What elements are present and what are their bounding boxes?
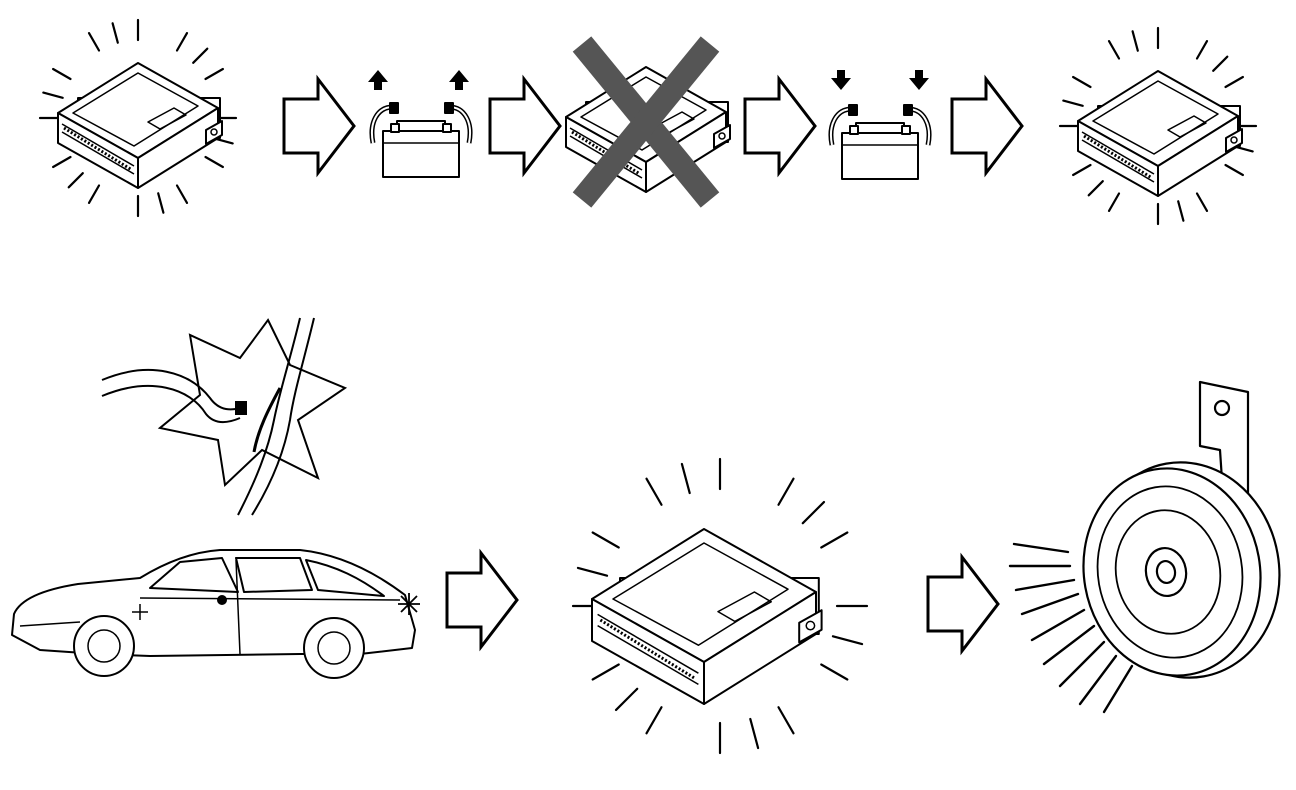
car-icon xyxy=(12,550,420,678)
disconnect-arrow-icon xyxy=(449,70,469,90)
ecu-active-start xyxy=(38,18,238,218)
connect-arrow-icon xyxy=(831,70,851,90)
connect-arrow-icon xyxy=(909,70,929,90)
flow-arrow-icon xyxy=(926,555,1000,653)
spark-icon xyxy=(398,593,420,615)
battery-reconnected xyxy=(831,70,929,179)
battery-icon xyxy=(372,103,470,177)
control-module-icon xyxy=(592,529,822,704)
ecu-active-alarm xyxy=(571,457,869,755)
flow-arrow-icon xyxy=(743,77,817,175)
broken-wire-icon xyxy=(102,318,345,515)
control-module-icon xyxy=(1076,69,1244,198)
flow-arrow-icon xyxy=(488,77,562,175)
flow-arrow-icon xyxy=(445,551,519,649)
flow-arrow-icon xyxy=(282,77,356,175)
control-module-icon xyxy=(56,61,224,190)
horn-icon xyxy=(1067,382,1296,693)
sound-wave-icon xyxy=(1010,544,1132,712)
flow-arrow-icon xyxy=(950,77,1024,175)
ecu-active-end xyxy=(1058,26,1258,226)
disconnect-arrow-icon xyxy=(368,70,388,90)
battery-disconnected xyxy=(368,70,470,177)
spark-icon xyxy=(132,604,148,620)
battery-icon xyxy=(831,105,929,179)
ecu-inactive xyxy=(564,44,732,200)
